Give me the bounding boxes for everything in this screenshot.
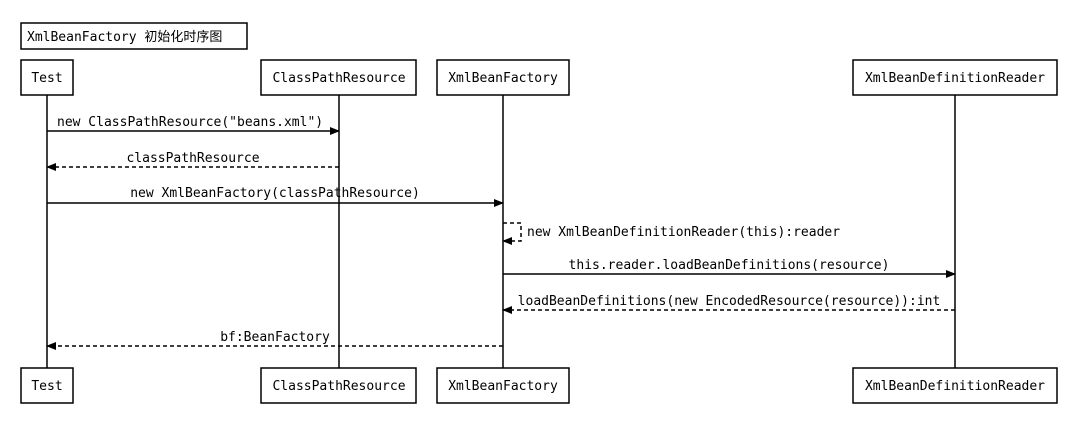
title-box <box>20 22 248 50</box>
participant-label: XmlBeanFactory <box>448 71 558 86</box>
self-message-arrow <box>502 222 522 245</box>
message-load-bean-definitions: this.reader.loadBeanDefinitions(resource… <box>503 258 956 278</box>
message-return-classpathresource: classPathResource <box>46 151 339 171</box>
participant-xmlbeanfactory-bottom: XmlBeanFactory <box>436 367 570 404</box>
participant-label: XmlBeanDefinitionReader <box>865 379 1045 394</box>
message-label: classPathResource <box>126 151 259 166</box>
participant-classpathresource-bottom: ClassPathResource <box>260 367 417 404</box>
participant-label: Test <box>31 71 62 86</box>
participant-label: ClassPathResource <box>272 71 405 86</box>
participant-xmlbeandefinitionreader-bottom: XmlBeanDefinitionReader <box>852 367 1058 404</box>
message-label: new XmlBeanDefinitionReader(this):reader <box>527 225 840 240</box>
message-self-new-reader: new XmlBeanDefinitionReader(this):reader <box>502 222 840 245</box>
message-return-beanfactory: bf:BeanFactory <box>46 330 503 350</box>
message-new-classpathresource: new ClassPathResource("beans.xml") <box>47 115 340 135</box>
participant-label: XmlBeanFactory <box>448 379 558 394</box>
message-new-xmlbeanfactory: new XmlBeanFactory(classPathResource) <box>47 186 504 207</box>
title-text: XmlBeanFactory 初始化时序图 <box>27 30 222 45</box>
participant-test-bottom: Test <box>20 367 74 404</box>
participant-classpathresource-top: ClassPathResource <box>260 59 417 96</box>
participant-label: XmlBeanDefinitionReader <box>865 71 1045 86</box>
participant-label: Test <box>31 379 62 394</box>
participant-label: ClassPathResource <box>272 379 405 394</box>
message-label: this.reader.loadBeanDefinitions(resource… <box>569 258 890 273</box>
participant-xmlbeandefinitionreader-top: XmlBeanDefinitionReader <box>852 59 1058 96</box>
message-label: new XmlBeanFactory(classPathResource) <box>130 186 420 201</box>
message-label: loadBeanDefinitions(new EncodedResource(… <box>518 294 941 309</box>
message-label: bf:BeanFactory <box>220 330 330 345</box>
participant-test-top: Test <box>20 59 74 96</box>
participant-xmlbeanfactory-top: XmlBeanFactory <box>436 59 570 96</box>
message-label: new ClassPathResource("beans.xml") <box>57 115 323 130</box>
diagram-title: XmlBeanFactory 初始化时序图 <box>20 22 248 50</box>
message-return-load-count: loadBeanDefinitions(new EncodedResource(… <box>502 294 955 314</box>
